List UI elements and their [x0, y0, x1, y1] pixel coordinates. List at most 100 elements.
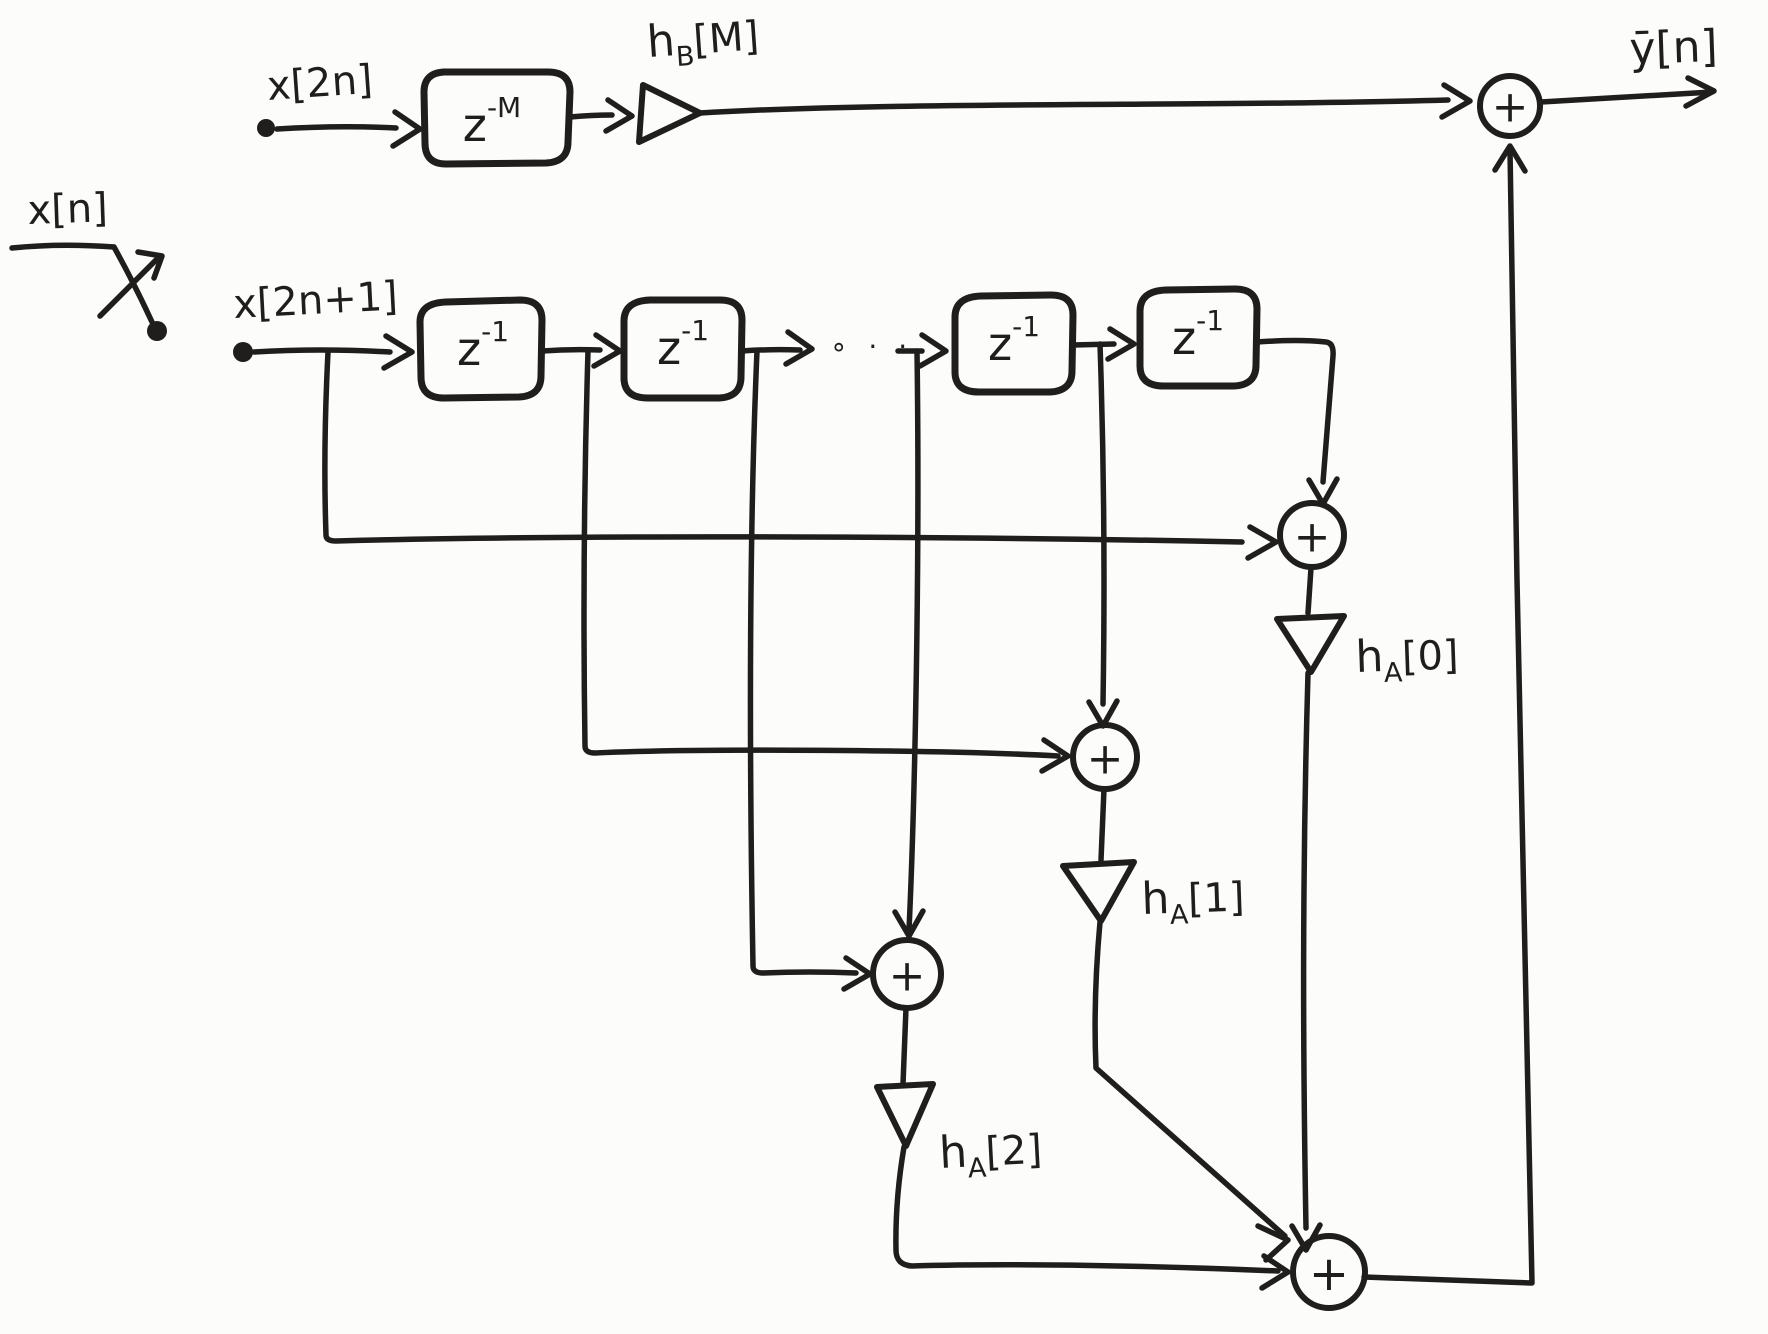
- output-adder-group: + ȳ[n]: [1361, 21, 1719, 1286]
- bottom-adder: [1290, 1233, 1368, 1311]
- delay-1-exponent: -1: [481, 315, 509, 348]
- arrowhead-tap1-into-adder1: [1039, 737, 1071, 774]
- arrowhead-down-into-adder2: [892, 908, 926, 939]
- arrowhead-into-delay3: [917, 332, 949, 369]
- tap0-wire-to-adder0: [322, 349, 1245, 545]
- bottom-adder-plus: +: [1309, 1246, 1349, 1302]
- arrowhead-gain0-into-bottom-adder: [1289, 1222, 1323, 1253]
- arrowhead-before-ellipsis: [783, 329, 815, 367]
- chain-ha2: + hA[2]: [870, 937, 1291, 1291]
- adder-ha2-plus: +: [889, 951, 926, 1002]
- wire-delay2-out: [739, 346, 803, 354]
- delay-block-2: [620, 296, 746, 402]
- delay-2-label: z-1: [657, 314, 709, 375]
- wire-gain0-to-bottom-adder: [1300, 670, 1311, 1231]
- wire-adder2-to-gain2: [900, 1005, 909, 1087]
- branch-odd-delay-line: x[2n+1] z-1 z-1 ∘ · · z-1 z-1: [232, 273, 1340, 507]
- chain-ha1: + hA[1]: [1060, 722, 1291, 1263]
- arrowhead-up-into-output-adder: [1492, 143, 1528, 174]
- wire-commutator-switch: [97, 257, 159, 319]
- ha2-base: h: [938, 1127, 969, 1179]
- label-ha0: hA[0]: [1355, 628, 1460, 690]
- arrowhead-into-output-adder: [1439, 82, 1473, 120]
- delay-block-4: [1136, 285, 1261, 390]
- delay-1-base: z: [457, 322, 481, 376]
- gain-triangle-hb: [636, 82, 703, 145]
- commutator-dot: [147, 321, 167, 341]
- delay-4-base: z: [1172, 311, 1196, 365]
- delay-2-exponent: -1: [681, 314, 709, 347]
- tap-wires: [322, 341, 1279, 992]
- wire-odd-input: [251, 347, 393, 355]
- ha1-base: h: [1141, 873, 1171, 925]
- wire-even-to-output-adder: [697, 97, 1451, 116]
- tap1-wire-to-adder1: [581, 348, 1061, 759]
- label-ha1: hA[1]: [1141, 870, 1246, 932]
- ha1-index: [1]: [1187, 874, 1245, 922]
- wire-output: [1538, 89, 1715, 105]
- hb-base: h: [645, 15, 676, 68]
- delay-3-base: z: [988, 317, 1012, 371]
- delay-3-exponent: -1: [1012, 310, 1040, 343]
- wire-delay1-to-delay2: [539, 346, 603, 354]
- tap-prebox3-wire-to-adder2: [906, 348, 921, 933]
- input-dot-even: [257, 119, 275, 137]
- wire-xn-input: [9, 242, 117, 251]
- tap2-wire-to-adder2: [747, 348, 859, 976]
- delay-block-3: [951, 291, 1077, 396]
- arrowhead-into-delay4: [1105, 326, 1137, 362]
- delay-m-label: z-M: [463, 91, 521, 152]
- delay-3-label: z-1: [988, 310, 1040, 371]
- wire-bottom-adder-to-output-adder: [1361, 147, 1535, 1286]
- gain-triangle-ha2: [874, 1081, 936, 1149]
- delay-m-base: z: [463, 98, 487, 152]
- arrowhead-into-delay1: [381, 333, 415, 371]
- label-hb: hB[M]: [645, 9, 761, 75]
- ha0-index: [0]: [1401, 632, 1459, 680]
- hb-index: [M]: [692, 13, 761, 63]
- arrowhead-into-gain-hb: [603, 97, 635, 134]
- output-arrowhead: [1683, 75, 1717, 109]
- arrowhead-gain2-into-bottom-adder: [1259, 1253, 1291, 1291]
- delay-4-exponent: -1: [1196, 304, 1224, 337]
- tap-prebox4-wire-to-adder1: [1097, 341, 1107, 707]
- wire-adder0-to-gain0: [1305, 565, 1314, 616]
- gain-triangle-ha1: [1060, 859, 1137, 924]
- delay-m-exponent: -M: [487, 91, 521, 124]
- label-ha2: hA[2]: [938, 1123, 1044, 1186]
- adder-ha1-plus: +: [1087, 734, 1124, 785]
- wire-even-input: [274, 123, 399, 132]
- wire-adder1-to-gain1: [1098, 786, 1107, 863]
- ha0-base: h: [1355, 631, 1385, 683]
- ha1-subscript: A: [1169, 899, 1189, 931]
- label-output-y: ȳ[n]: [1629, 21, 1719, 75]
- bottom-adder-group: +: [1290, 1233, 1368, 1311]
- chain-ha0: + hA[0]: [1274, 500, 1460, 1253]
- wire-delay4-to-adder0: [1254, 337, 1336, 485]
- hb-subscript: B: [675, 41, 696, 73]
- adder-ha0-plus: +: [1294, 512, 1331, 563]
- ha2-index: [2]: [984, 1127, 1043, 1176]
- arrowhead-into-delay2: [591, 332, 623, 369]
- input-dot-odd: [233, 342, 253, 362]
- wire-delay3-to-delay4: [1070, 341, 1117, 348]
- ha2-subscript: A: [967, 1153, 988, 1185]
- gain-triangle-ha0: [1274, 613, 1347, 675]
- wire-gain2-to-bottom-adder: [893, 1144, 1281, 1274]
- wire-delay-m-out: [567, 112, 615, 120]
- commutator-arrowhead: [135, 249, 165, 281]
- output-adder: [1477, 73, 1543, 139]
- delay-4-label: z-1: [1172, 304, 1224, 365]
- arrowhead-gain1-into-bottom-adder: [1255, 1223, 1291, 1263]
- arrowhead-tap0-into-adder0: [1245, 524, 1279, 561]
- delay-block-z-minus-m: [420, 68, 574, 168]
- wire-gain1-to-bottom-adder: [1092, 919, 1288, 1239]
- delay-2-base: z: [657, 321, 681, 375]
- label-x-n: x[n]: [27, 185, 109, 234]
- delay-block-1: [416, 296, 546, 402]
- input-commutator: x[n]: [9, 185, 167, 341]
- branch-even: x[2n] z-M hB[M]: [257, 9, 1473, 168]
- label-x-2n1: x[2n+1]: [232, 273, 399, 328]
- ellipsis-dots: ∘ · ·: [830, 330, 913, 363]
